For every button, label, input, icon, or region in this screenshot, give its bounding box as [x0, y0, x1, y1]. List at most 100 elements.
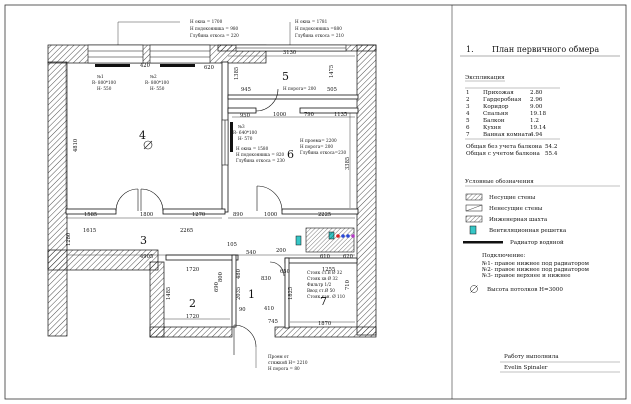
explication-table: 1 Прихожая 2.80 2 Гардеробная 2.96 3 Кор…: [465, 90, 560, 157]
svg-text:Ненесущие стены: Ненесущие стены: [489, 206, 543, 212]
plan-number: 1.: [466, 45, 474, 54]
room-label-1: 1: [248, 288, 255, 301]
svg-text:Н порога= 200: Н порога= 200: [300, 144, 333, 149]
dimension-lines: [65, 55, 355, 323]
room-label-2: 2: [189, 297, 196, 310]
svg-text:Балкон: Балкон: [483, 118, 505, 124]
svg-text:2035: 2035: [236, 287, 242, 300]
windows: [87, 44, 347, 166]
svg-text:Гардеробная: Гардеробная: [483, 96, 522, 103]
svg-text:610: 610: [320, 254, 330, 260]
svg-text:Радиатор водяной: Радиатор водяной: [510, 240, 564, 246]
svg-text:800: 800: [218, 272, 224, 282]
riser-pipes: [336, 234, 355, 238]
svg-text:Стояк ст.В Ø 32: Стояк ст.В Ø 32: [307, 270, 342, 275]
svg-text:Коридор: Коридор: [483, 104, 509, 110]
svg-text:R- 800*100: R- 800*100: [92, 80, 116, 85]
svg-text:стяжкой Н= 2210: стяжкой Н= 2210: [268, 360, 308, 365]
svg-text:Н окна = 1580: Н окна = 1580: [236, 146, 269, 151]
svg-text:1255: 1255: [322, 267, 335, 273]
svg-text:3130: 3130: [283, 50, 296, 56]
plan-title: План первичного обмера: [492, 45, 599, 54]
svg-text:1720: 1720: [186, 267, 199, 273]
svg-text:1720: 1720: [186, 314, 199, 320]
svg-text:№2- правое нижнее под радиатор: №2- правое нижнее под радиатором: [482, 267, 590, 273]
svg-text:950: 950: [240, 113, 250, 119]
svg-text:5: 5: [466, 118, 470, 124]
svg-text:Н- 550: Н- 550: [150, 86, 165, 91]
svg-text:Стояк хв Ø 32: Стояк хв Ø 32: [307, 276, 338, 281]
svg-text:1: 1: [466, 90, 470, 96]
svg-text:Глубина откоса=230: Глубина откоса=230: [300, 150, 346, 155]
svg-text:Работу выполнила: Работу выполнила: [504, 353, 559, 360]
svg-text:2225: 2225: [318, 212, 331, 218]
svg-text:4: 4: [466, 111, 470, 117]
svg-text:Н порога= 200: Н порога= 200: [283, 86, 316, 91]
svg-text:Вентиляционная решетка: Вентиляционная решетка: [489, 228, 567, 234]
svg-text:1615: 1615: [83, 228, 96, 234]
svg-text:1280: 1280: [66, 233, 72, 246]
svg-text:Высота потолков Н=3000: Высота потолков Н=3000: [487, 287, 563, 293]
bath-pipes-note: Стояк ст.В Ø 32 Стояк хв Ø 32 Фильтр 1/2…: [307, 270, 345, 299]
svg-text:Общая с учетом балкона: Общая с учетом балкона: [466, 150, 540, 157]
svg-text:1870: 1870: [318, 321, 331, 327]
svg-text:Н- 570: Н- 570: [238, 136, 253, 141]
room-label-5: 5: [282, 70, 289, 83]
svg-text:745: 745: [268, 319, 278, 325]
svg-text:945: 945: [241, 87, 251, 93]
svg-text:9.00: 9.00: [530, 104, 543, 110]
svg-text:620: 620: [204, 65, 214, 71]
svg-text:Н- 550: Н- 550: [97, 86, 112, 91]
svg-text:4905: 4905: [140, 254, 153, 260]
svg-text:№3: №3: [238, 124, 245, 129]
doors: [115, 88, 285, 355]
svg-text:R- 800*100: R- 800*100: [145, 80, 169, 85]
svg-text:1.2: 1.2: [530, 118, 539, 124]
svg-text:Н подоконника = 980: Н подоконника = 980: [190, 26, 239, 31]
svg-text:Спальня: Спальня: [483, 111, 509, 117]
window-note-1: Н окна = 1700 Н подоконника = 980 Глубин…: [117, 19, 239, 45]
svg-text:1825: 1825: [288, 287, 294, 300]
svg-text:Проем от: Проем от: [268, 354, 289, 359]
svg-text:710: 710: [345, 280, 351, 290]
svg-text:1135: 1135: [334, 112, 347, 118]
svg-text:Н подоконника =880: Н подоконника =880: [295, 26, 342, 31]
svg-text:7: 7: [466, 132, 470, 138]
svg-text:Стояк кан. Ø 110: Стояк кан. Ø 110: [307, 294, 345, 299]
svg-text:200: 200: [276, 248, 286, 254]
room-label-7: 7: [320, 295, 327, 308]
svg-text:4810: 4810: [73, 139, 79, 152]
svg-text:1000: 1000: [273, 112, 286, 118]
svg-text:3: 3: [466, 104, 470, 110]
svg-text:690: 690: [214, 282, 220, 292]
window-note-2: Н окна = 1781 Н подоконника =880 Глубина…: [289, 19, 344, 45]
svg-text:Инженерная шахта: Инженерная шахта: [489, 217, 548, 223]
svg-text:650: 650: [280, 269, 290, 275]
svg-text:Н окна = 1781: Н окна = 1781: [295, 19, 328, 24]
svg-text:Ванная комната: Ванная комната: [483, 132, 532, 138]
entry-note: Проем от стяжкой Н= 2210 Н порога = 80: [255, 347, 308, 371]
svg-text:6: 6: [466, 125, 470, 131]
svg-text:620: 620: [343, 254, 353, 260]
room-label-3: 3: [140, 234, 147, 247]
room-numbers: 4 5 6 3 2 1 7: [139, 70, 327, 310]
svg-text:Глубина откоса = 220: Глубина откоса = 220: [190, 33, 239, 38]
svg-text:540: 540: [246, 250, 256, 256]
svg-text:1800: 1800: [140, 212, 153, 218]
kitchen-window-note: Н окна = 1580 Н подоконника = 820 Глубин…: [236, 146, 285, 163]
engineering-shaft: [305, 227, 355, 253]
svg-text:105: 105: [227, 242, 237, 248]
svg-text:Н проема= 2200: Н проема= 2200: [300, 138, 337, 143]
sheet-border: [4, 4, 627, 400]
svg-text:Глубина откоса = 210: Глубина откоса = 210: [295, 33, 344, 38]
room-label-4: 4: [139, 129, 146, 142]
svg-text:19.14: 19.14: [530, 125, 546, 131]
svg-text:505: 505: [327, 87, 337, 93]
svg-text:890: 890: [233, 212, 243, 218]
svg-text:54.2: 54.2: [545, 144, 558, 150]
svg-text:Н подоконника = 820: Н подоконника = 820: [236, 152, 285, 157]
title-block: 1. План первичного обмера Экспликация 1 …: [460, 45, 620, 373]
svg-text:№1: №1: [97, 74, 104, 79]
svg-text:№1- правое нижнее под радиатор: №1- правое нижнее под радиатором: [482, 261, 590, 267]
